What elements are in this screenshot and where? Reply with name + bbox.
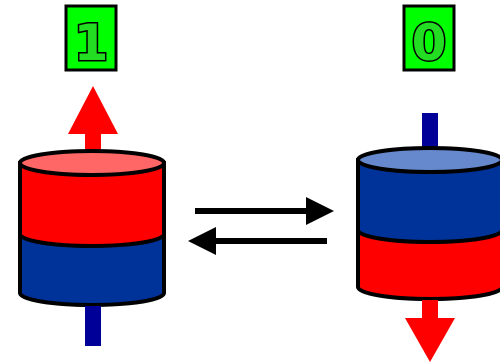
forward-arrow [195,197,334,225]
left-bottom-stem [85,306,101,346]
left-bit-label: 1 [64,4,118,74]
right-bit-label-text: 0 [412,14,447,72]
left-state: 1 [18,4,166,346]
right-bit-label-box [402,4,456,72]
right-state: 0 [356,4,500,362]
right-magnetization-down-arrow [405,300,455,362]
left-magnet-south-half [18,232,166,307]
reverse-arrow-head [188,227,216,255]
left-magnet-top-face [18,149,166,177]
left-magnet-north-half [18,161,166,248]
forward-arrow-shaft [195,208,310,214]
left-arrow-head [68,86,118,134]
left-bit-label-box [64,4,118,72]
right-arrow-head [405,318,455,362]
right-bit-label: 0 [402,4,456,74]
right-magnet-north-half [356,228,500,301]
left-bit-label-text: 1 [74,14,109,72]
forward-arrow-head [306,197,334,225]
reverse-arrow [188,227,327,255]
right-magnet-cylinder [356,146,500,301]
reverse-arrow-shaft [212,238,327,244]
left-magnet-cylinder [18,149,166,307]
transition-arrows [188,197,334,255]
right-magnet-south-half [356,158,500,244]
right-magnet-top-face [356,146,500,174]
